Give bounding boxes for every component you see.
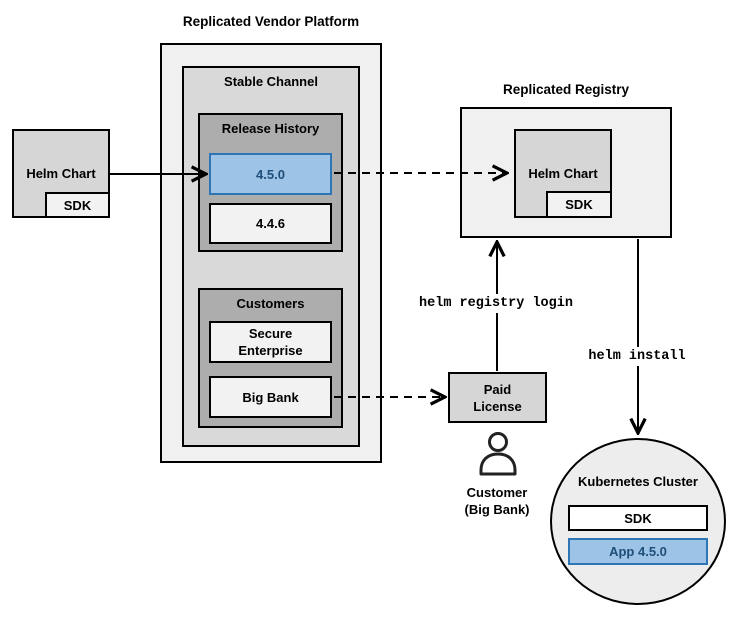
vendor-platform-title: Replicated Vendor Platform [182,14,360,29]
release-history-title: Release History [221,121,320,136]
registry-sdk-box: SDK [546,191,612,218]
command-registry-login: helm registry login [391,294,601,313]
cluster-sdk-box: SDK [568,505,708,531]
kubernetes-cluster-title: Kubernetes Cluster [578,474,698,489]
customer-item-label: Secure Enterprise [238,326,303,358]
command-helm-install: helm install [562,347,712,366]
registry-title: Replicated Registry [502,82,630,97]
paid-license-label: Paid License [473,381,522,414]
stable-channel-title: Stable Channel [224,74,318,89]
release-item-4-5-0: 4.5.0 [209,153,332,195]
customer-label-line1: Customer [466,485,528,500]
source-sdk-box: SDK [45,192,110,218]
customer-label-line2: (Big Bank) [464,502,530,517]
person-icon [477,428,519,478]
paid-license-box: Paid License [448,372,547,423]
customer-item-secure-enterprise: Secure Enterprise [209,321,332,363]
release-item-4-4-6: 4.4.6 [209,203,332,244]
cluster-app-box: App 4.5.0 [568,538,708,565]
customer-item-big-bank: Big Bank [209,376,332,418]
customer-label: Customer (Big Bank) [442,484,552,518]
customers-title: Customers [236,296,305,311]
